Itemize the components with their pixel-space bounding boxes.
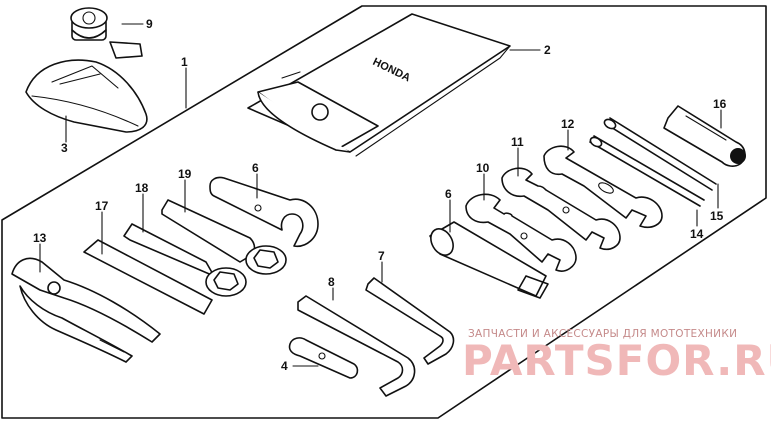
part-tool-roll (247, 13, 511, 157)
callout-19: 19 (178, 167, 192, 181)
callout-16: 16 (713, 97, 727, 111)
callout-8: 8 (328, 275, 335, 289)
callout-numbers: 1 2 3 4 6 6 7 8 9 10 11 12 13 14 15 16 1… (33, 17, 727, 373)
part-screwdriver-handle (663, 105, 746, 167)
callout-9: 9 (146, 17, 153, 31)
callout-7: 7 (378, 249, 385, 263)
part-hex-key-7 (365, 277, 455, 365)
callout-15: 15 (710, 209, 724, 223)
part-box-wrench (161, 199, 287, 275)
part-socket-handle (429, 221, 549, 299)
callout-12: 12 (561, 117, 575, 131)
part-wrench-10 (465, 193, 577, 272)
callout-17: 17 (95, 199, 109, 213)
kit-frame (1, 5, 767, 419)
part-flat-bar (83, 239, 213, 315)
part-wrench-12 (543, 145, 663, 229)
callout-1: 1 (181, 55, 188, 69)
part-plate (288, 337, 359, 379)
part-tool-bag (25, 59, 148, 133)
callout-6a: 6 (252, 161, 259, 175)
callout-leaders (39, 23, 722, 367)
part-wrench-11 (501, 167, 621, 251)
part-hex-key-8 (297, 295, 416, 397)
watermark-logo: PARTSFOR.RU (462, 336, 771, 385)
callout-2: 2 (544, 43, 551, 57)
part-gauge (70, 7, 143, 59)
part-screwdriver-shaft-14 (589, 135, 705, 207)
part-combo-wrench (123, 223, 247, 297)
callout-11: 11 (511, 135, 524, 149)
callout-10: 10 (476, 161, 490, 175)
callout-3: 3 (61, 141, 68, 155)
callout-18: 18 (135, 181, 149, 195)
part-pliers (11, 257, 161, 363)
callout-6b: 6 (445, 187, 452, 201)
part-screwdriver-shaft-15 (603, 117, 717, 191)
callout-14: 14 (690, 227, 704, 241)
callout-4: 4 (281, 359, 288, 373)
callout-13: 13 (33, 231, 47, 245)
watermark-text: ЗАПЧАСТИ И АКСЕССУАРЫ ДЛЯ МОТОТЕХНИКИ (468, 328, 738, 340)
